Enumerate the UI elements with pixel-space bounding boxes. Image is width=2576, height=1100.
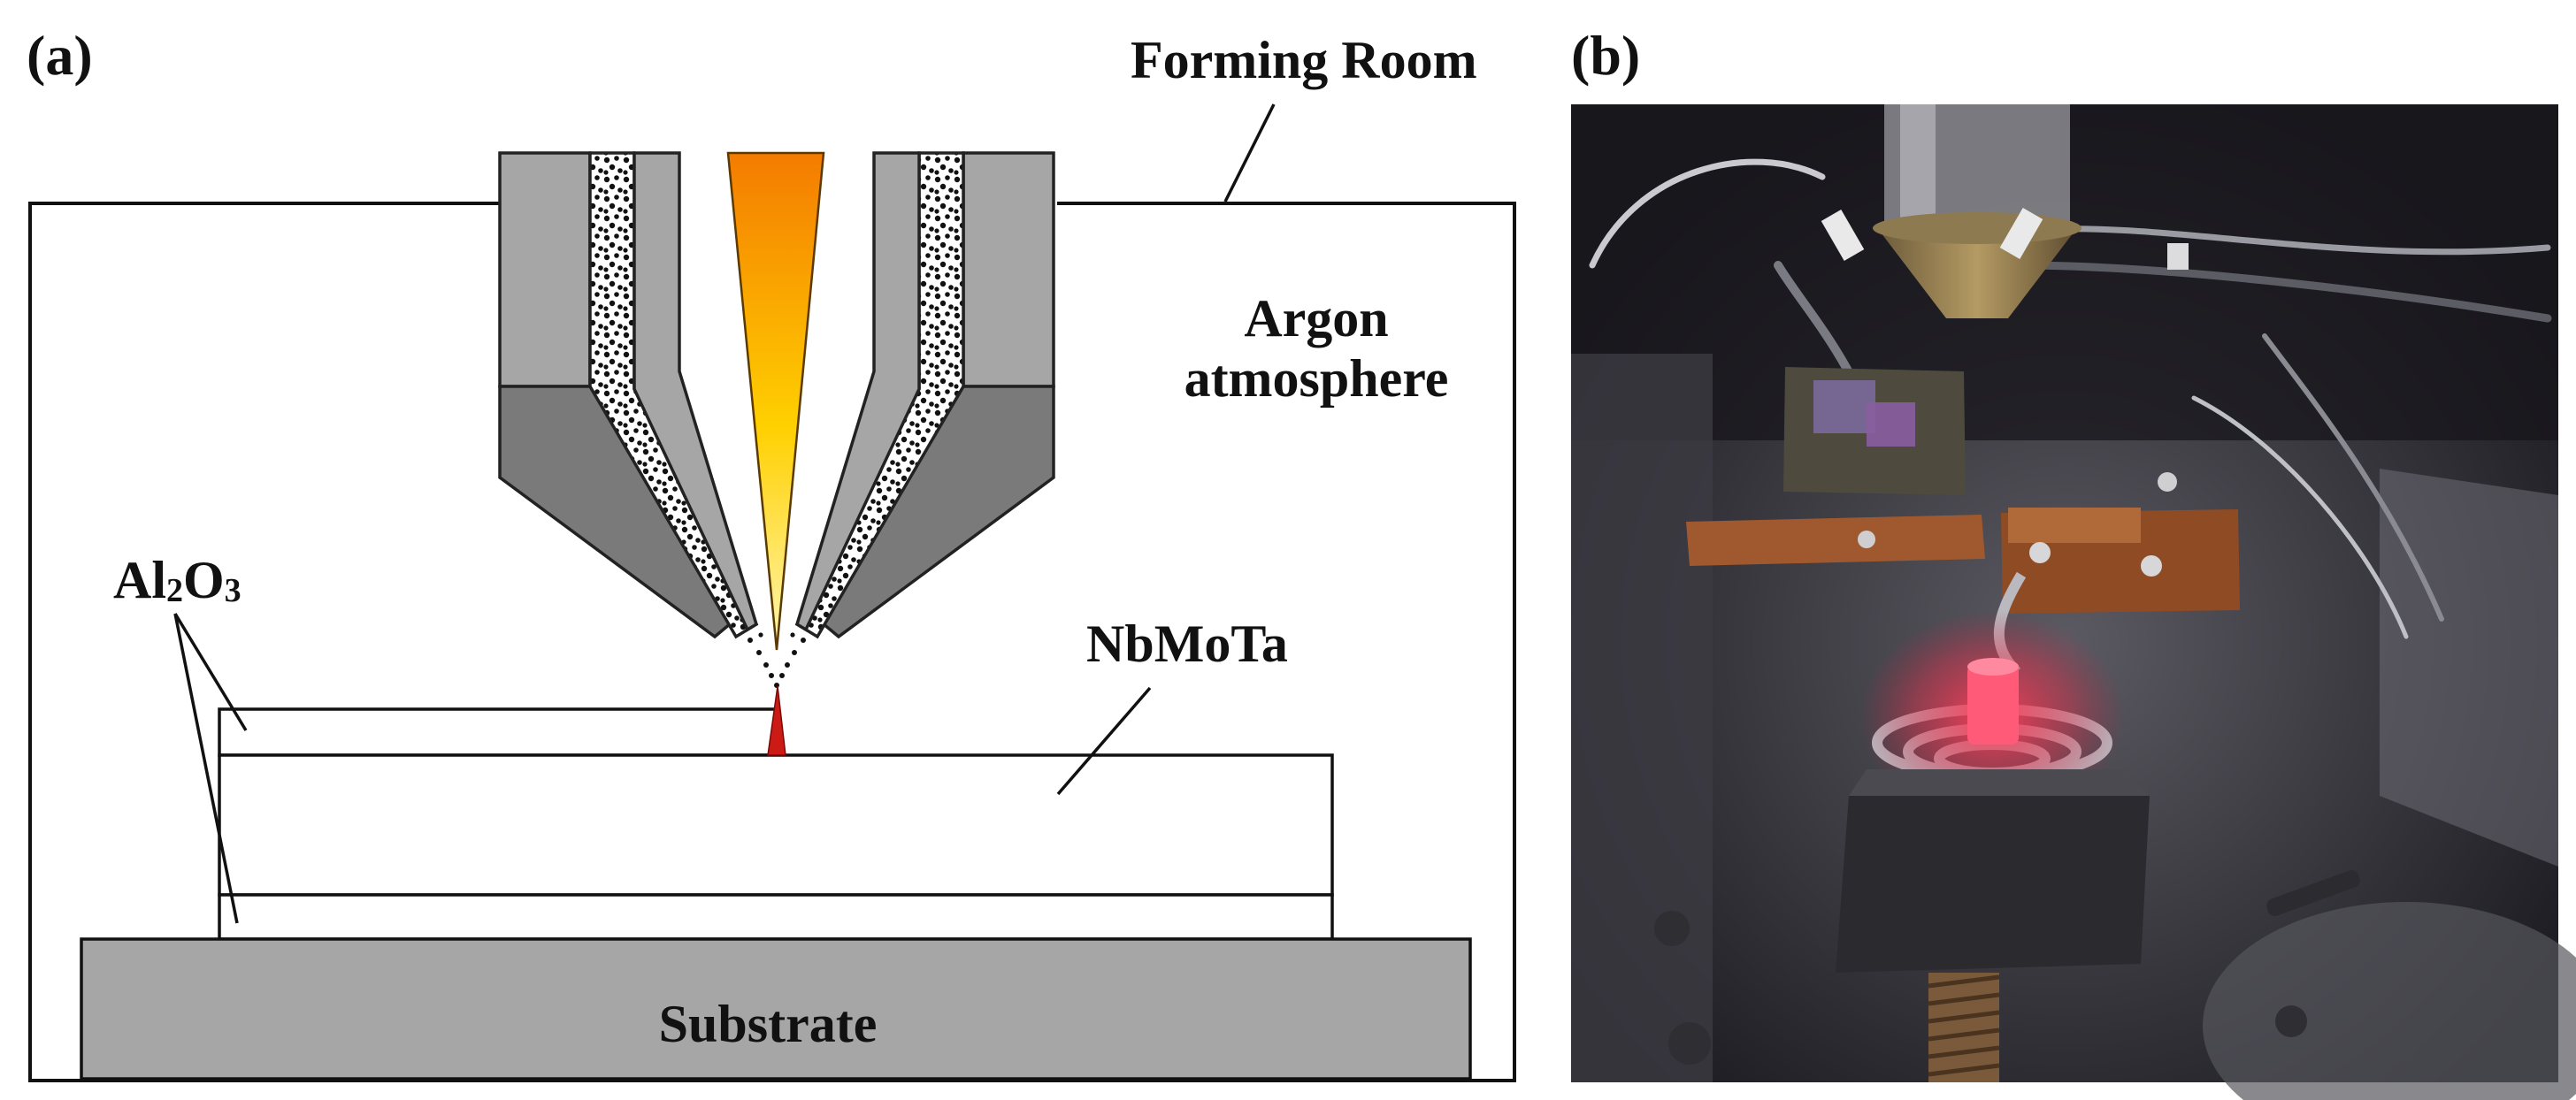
nozzle-left bbox=[498, 151, 759, 639]
nozzle-right-housing bbox=[962, 151, 1055, 388]
al2o3-leaders bbox=[173, 613, 248, 924]
brass-nozzle bbox=[1875, 225, 2079, 318]
laser-beam bbox=[726, 151, 825, 651]
argon-label-line2: atmosphere bbox=[1184, 349, 1449, 408]
rotary-table bbox=[2203, 902, 2576, 1100]
al2o3-label-al: Al bbox=[113, 551, 166, 609]
nbmota-block bbox=[218, 753, 1334, 897]
al2o3-label-sub3: 3 bbox=[225, 572, 242, 609]
nozzle-left-housing bbox=[498, 151, 592, 388]
al2o3-top-layer bbox=[218, 707, 778, 757]
melt-pool bbox=[767, 685, 786, 756]
substrate-block bbox=[80, 937, 1472, 1081]
cables bbox=[1589, 158, 2552, 639]
panel-a-label: (a) bbox=[27, 24, 93, 87]
forming-room-label: Forming Room bbox=[1131, 31, 1477, 89]
al2o3-bottom-layer bbox=[218, 893, 1334, 941]
nozzle-right bbox=[794, 151, 1055, 639]
nozzle-left-taper bbox=[498, 385, 733, 639]
al2o3-label: Al2O3 bbox=[113, 551, 242, 609]
left-connector bbox=[1821, 209, 1865, 262]
forming-room-leader bbox=[1223, 103, 1276, 202]
right-connector bbox=[1999, 207, 2043, 260]
substrate-label: Substrate bbox=[659, 995, 878, 1053]
glowing-sample bbox=[1967, 665, 2019, 745]
lead-screw bbox=[1928, 973, 1999, 1082]
nozzle-left-inner bbox=[632, 151, 759, 632]
nozzle-right-taper bbox=[820, 385, 1055, 639]
panel-b: (b) bbox=[1571, 24, 2576, 1100]
svg-text:Al2O3: Al2O3 bbox=[113, 551, 242, 609]
nbmota-label: NbMoTa bbox=[1086, 615, 1288, 673]
copper-plate-left bbox=[1686, 515, 1985, 566]
argon-label-line1: Argon bbox=[1244, 289, 1388, 348]
base-block bbox=[1836, 796, 2150, 973]
al2o3-label-o: O bbox=[183, 551, 225, 609]
nozzle-right-inner bbox=[794, 151, 921, 632]
panel-a: (a) Forming Room Argon atmosphere bbox=[27, 24, 1516, 1082]
al2o3-label-sub2: 2 bbox=[166, 572, 183, 609]
powder-stream bbox=[748, 632, 806, 688]
nbmota-leader bbox=[1056, 686, 1152, 796]
photo bbox=[1571, 104, 2576, 1100]
panel-b-label: (b) bbox=[1571, 24, 1640, 87]
glass-panel bbox=[2380, 469, 2558, 867]
forming-room-outline bbox=[28, 202, 1516, 1082]
